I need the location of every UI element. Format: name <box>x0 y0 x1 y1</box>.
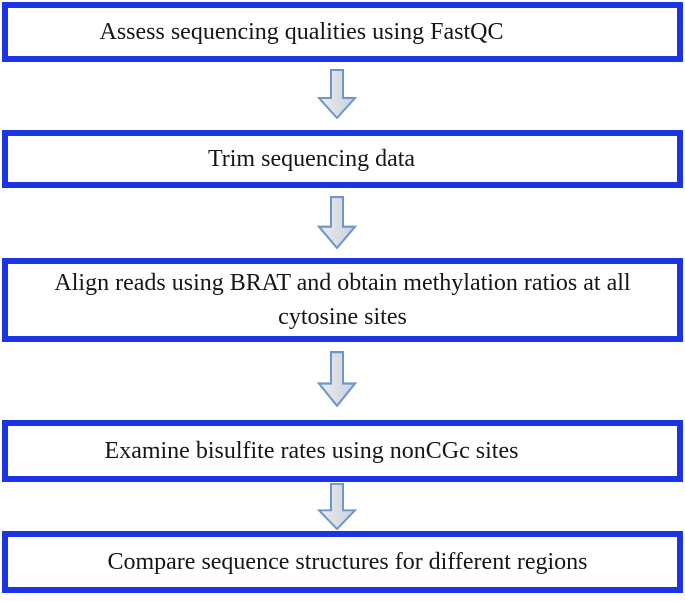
flow-step-label: Assess sequencing qualities using FastQC <box>99 19 504 45</box>
flow-step-align-reads: Align reads using BRAT and obtain methyl… <box>2 258 683 342</box>
flow-step-examine-bisulfite: Examine bisulfite rates using nonCGc sit… <box>2 420 683 482</box>
down-arrow-icon <box>317 69 357 119</box>
flow-step-label: Compare sequence structures for differen… <box>107 549 588 575</box>
down-arrow-icon <box>317 196 357 249</box>
flow-step-label: Examine bisulfite rates using nonCGc sit… <box>104 438 519 464</box>
flow-step-compare-structures: Compare sequence structures for differen… <box>2 531 683 593</box>
flow-step-label: Trim sequencing data <box>207 146 416 172</box>
flow-step-label: Align reads using BRAT and obtain methyl… <box>54 270 631 330</box>
down-arrow-icon <box>317 351 357 407</box>
down-arrow-icon <box>317 483 357 530</box>
flow-step-trim-data: Trim sequencing data <box>2 130 683 188</box>
flow-step-assess-quality: Assess sequencing qualities using FastQC <box>2 2 683 62</box>
